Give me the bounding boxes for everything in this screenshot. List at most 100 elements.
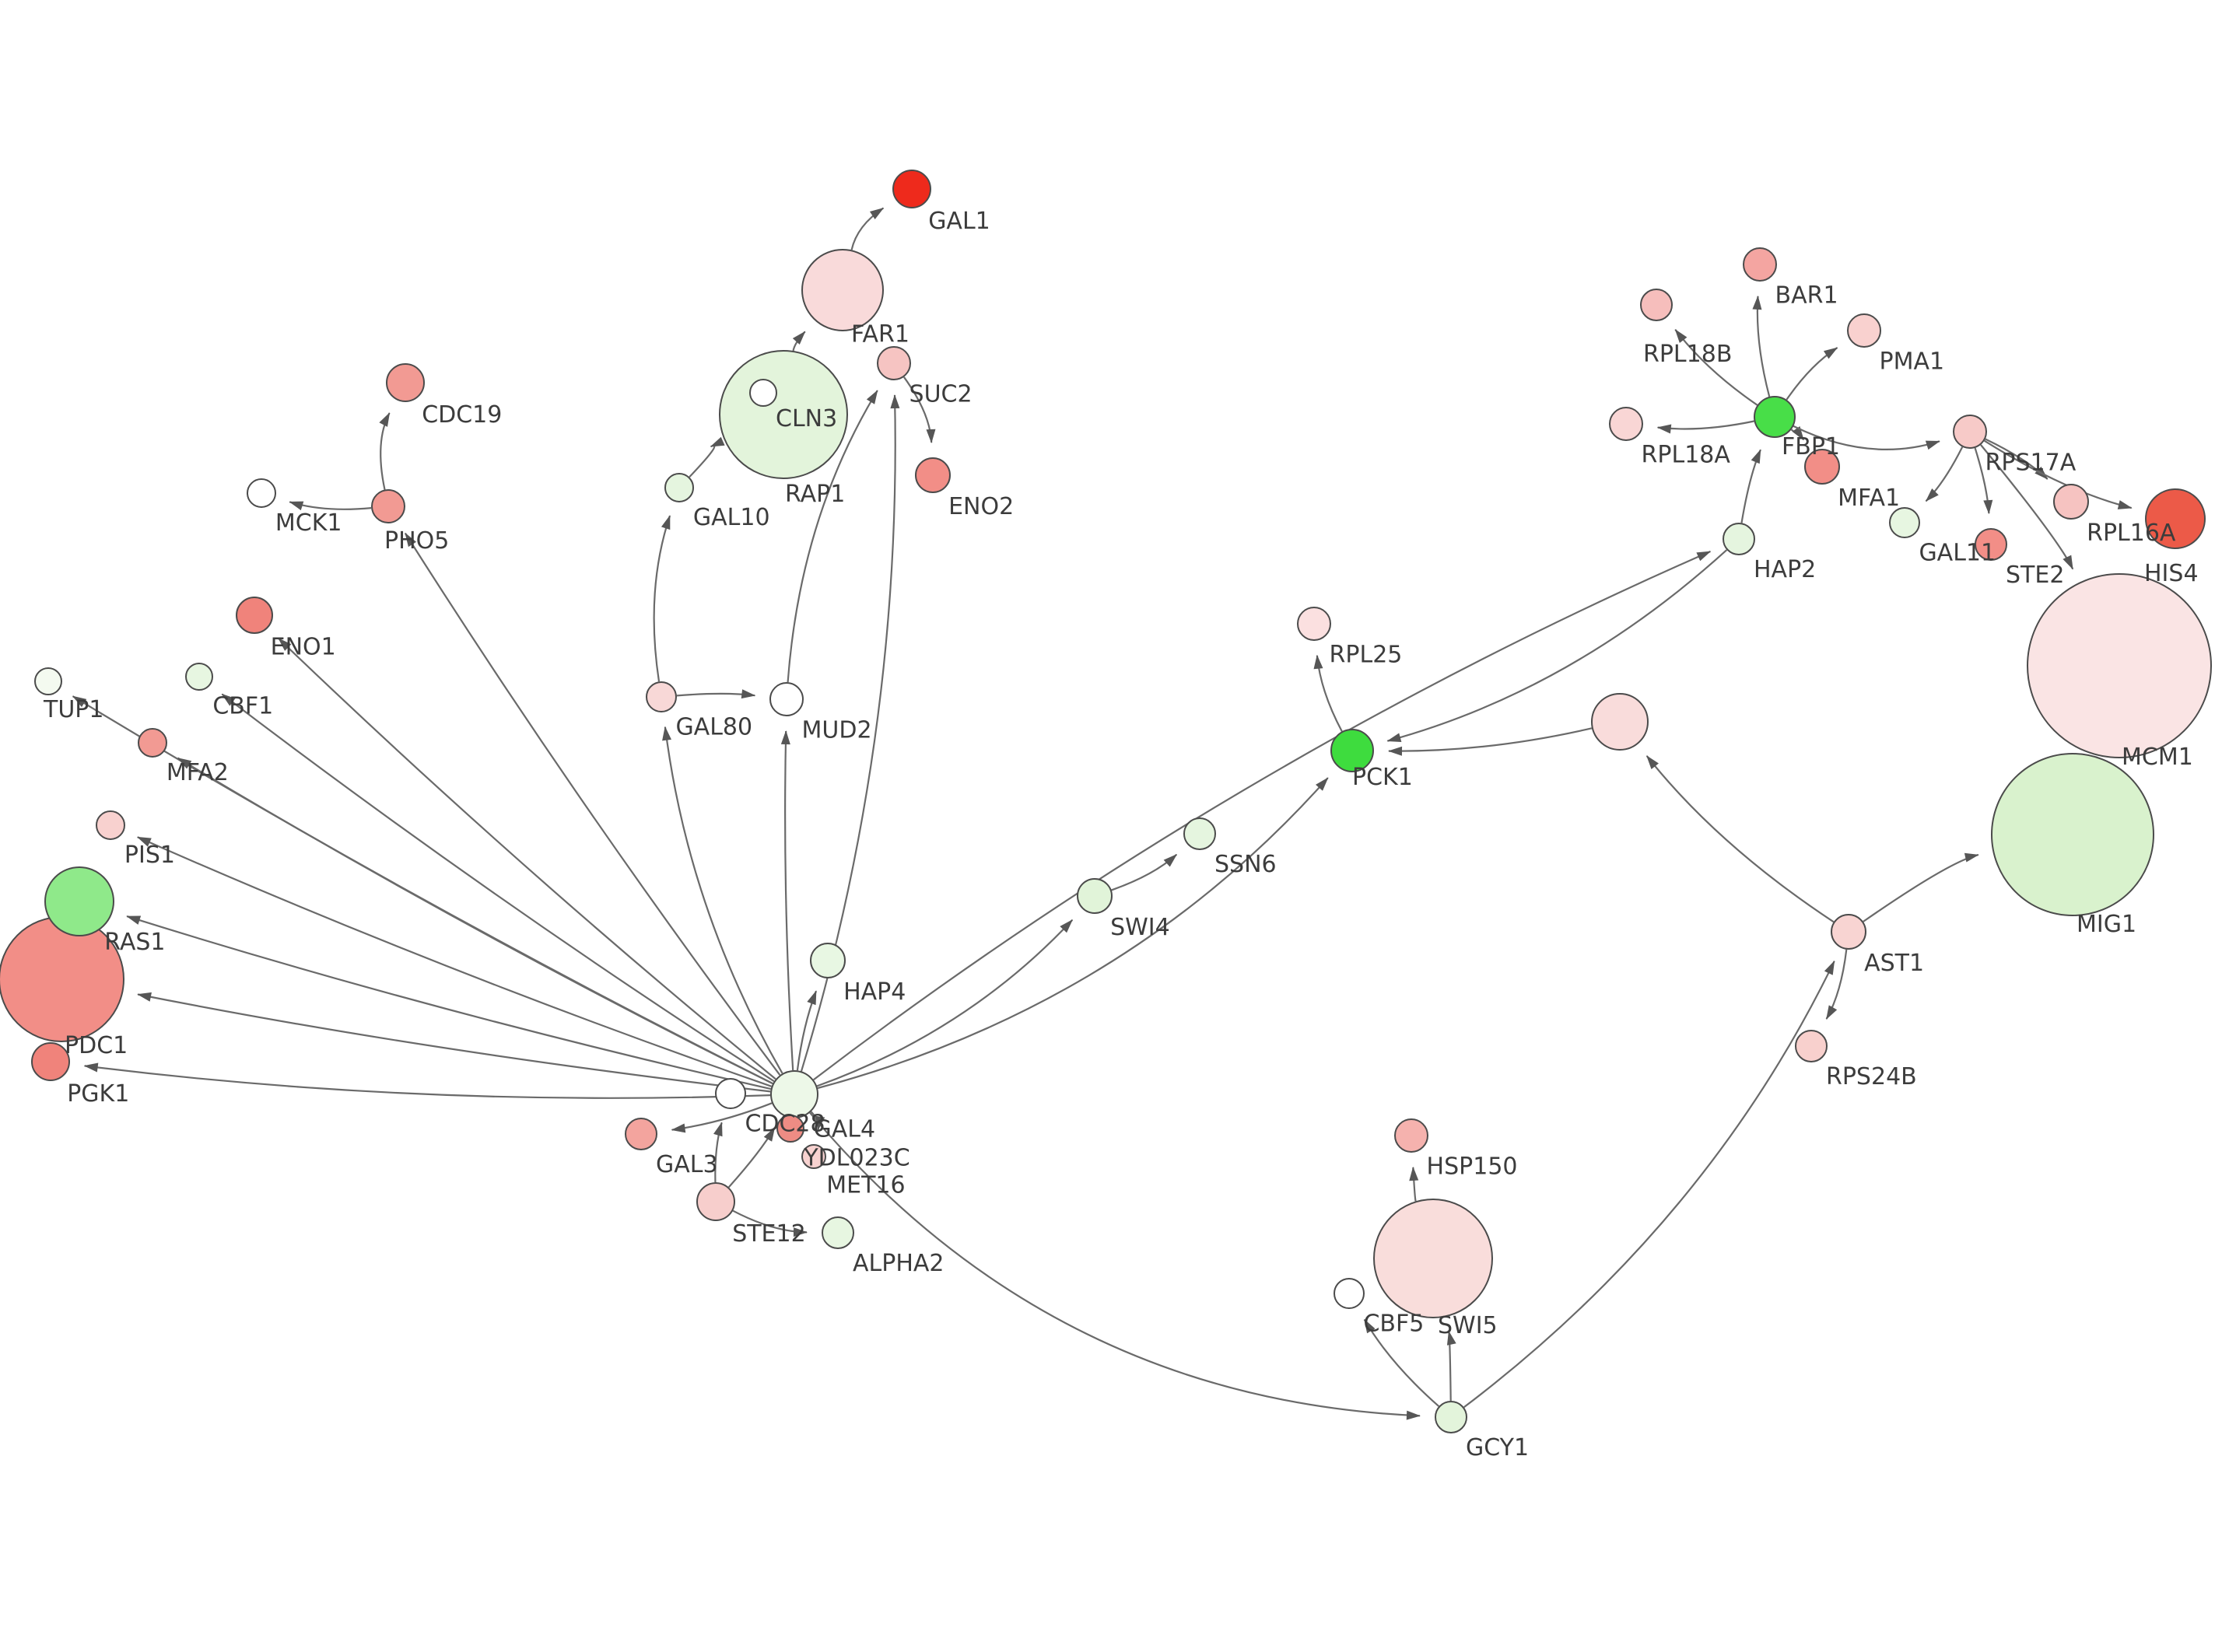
node-far1[interactable] (801, 249, 884, 331)
node-cln3[interactable] (719, 350, 848, 479)
node-pgk1[interactable] (31, 1042, 70, 1081)
node-ras1[interactable] (44, 866, 114, 936)
edge-rps17a-mcm1[interactable] (1980, 444, 2074, 570)
node-rap1[interactable] (749, 379, 777, 407)
node-his4[interactable] (2145, 488, 2206, 549)
edge-gal4-pdc1[interactable] (137, 992, 771, 1093)
edge-swi4-ssn6[interactable] (1111, 853, 1178, 891)
edge-hap2-fbp1[interactable] (1740, 449, 1761, 523)
edge-gal4-gal3[interactable] (671, 1102, 773, 1133)
edge-hap2-pck1[interactable] (1386, 549, 1728, 743)
node-cdc19[interactable] (386, 363, 425, 402)
node-pck1[interactable] (1330, 729, 1374, 772)
edge-fbp1-mfa1[interactable] (1790, 426, 1805, 441)
node-cdc28[interactable] (715, 1078, 746, 1109)
edge-gal4-pgk1[interactable] (83, 1062, 771, 1099)
node-n1[interactable] (1591, 693, 1649, 751)
node-ste2[interactable] (1975, 528, 2007, 561)
edge-rps17a-ste2[interactable] (1974, 447, 1993, 515)
node-ssn6[interactable] (1183, 817, 1216, 850)
edge-pho5-mck1[interactable] (289, 501, 372, 511)
node-cbf1[interactable] (185, 663, 213, 691)
edge-far1-gal1[interactable] (850, 207, 885, 250)
edge-cln3-far1[interactable] (792, 331, 806, 352)
edge-rps17a-his4[interactable] (1984, 439, 2133, 509)
edge-gal4-met16[interactable] (810, 1111, 825, 1131)
edge-fbp1-rpl18a[interactable] (1656, 420, 1754, 434)
edge-gal4-gcy1[interactable] (809, 1111, 1421, 1420)
node-gal3[interactable] (625, 1118, 657, 1150)
edge-ast1-mig1[interactable] (1863, 852, 1979, 922)
node-rpl18b[interactable] (1640, 289, 1673, 321)
node-ast1[interactable] (1831, 914, 1866, 950)
edge-fbp1-rps17a[interactable] (1793, 425, 1940, 450)
edge-gcy1-cbf5[interactable] (1363, 1318, 1440, 1407)
node-pho5[interactable] (371, 489, 405, 523)
node-bar1[interactable] (1743, 247, 1777, 282)
edge-gal4-cbf1[interactable] (221, 693, 775, 1083)
edge-rps17a-rpl16a[interactable] (1985, 438, 2049, 480)
edge-gal4-tup1[interactable] (72, 695, 773, 1085)
edge-gal80-mud2[interactable] (676, 689, 756, 699)
edge-gcy1-ast1[interactable] (1463, 960, 1835, 1409)
edge-mud2-suc2[interactable] (787, 390, 878, 683)
edge-gal4-hap4[interactable] (796, 990, 818, 1071)
edge-gal4-pis1[interactable] (136, 836, 773, 1087)
node-eno1[interactable] (236, 597, 273, 634)
node-ste12[interactable] (696, 1182, 735, 1221)
edge-gcy1-swi5[interactable] (1446, 1330, 1456, 1402)
node-pis1[interactable] (96, 810, 125, 840)
edge-gal4-ras1[interactable] (126, 915, 772, 1090)
edge-fbp1-bar1[interactable] (1752, 295, 1771, 397)
edge-fbp1-pma1[interactable] (1786, 347, 1838, 401)
edge-n1-pck1[interactable] (1388, 727, 1593, 756)
node-mig1[interactable] (1991, 753, 2154, 916)
node-swi5[interactable] (1373, 1199, 1493, 1318)
node-ydl023c[interactable] (776, 1115, 804, 1143)
node-tup1[interactable] (34, 667, 62, 695)
edge-gal4-pck1[interactable] (817, 777, 1329, 1090)
node-suc2[interactable] (877, 346, 911, 380)
node-swi4[interactable] (1077, 878, 1113, 914)
node-gal10[interactable] (664, 473, 694, 502)
edge-gal4-eno1[interactable] (278, 638, 776, 1080)
node-gcy1[interactable] (1435, 1401, 1467, 1433)
node-hap2[interactable] (1723, 523, 1755, 555)
node-rpl16a[interactable] (2053, 484, 2089, 520)
node-gal11[interactable] (1889, 507, 1920, 538)
node-hsp150[interactable] (1394, 1118, 1428, 1153)
node-gal80[interactable] (646, 681, 677, 712)
node-mfa2[interactable] (138, 728, 167, 758)
node-mud2[interactable] (769, 682, 804, 716)
node-mfa1[interactable] (1804, 449, 1840, 485)
edge-ast1-rps24b[interactable] (1825, 949, 1848, 1020)
node-gal1[interactable] (892, 170, 931, 208)
edge-ste12-cdc28[interactable] (713, 1122, 723, 1183)
node-rpl18a[interactable] (1609, 407, 1643, 441)
edge-gal10-cln3[interactable] (689, 436, 725, 478)
node-cbf5[interactable] (1334, 1278, 1365, 1309)
edge-pho5-cdc19[interactable] (379, 412, 391, 490)
edge-gal4-mfa2[interactable] (177, 757, 773, 1085)
edge-gal80-gal10[interactable] (653, 515, 671, 682)
node-met16[interactable] (801, 1144, 826, 1169)
edge-ast1-n1[interactable] (1645, 755, 1835, 923)
node-alpha2[interactable] (822, 1216, 854, 1249)
edge-gal4-mud2[interactable] (780, 730, 794, 1071)
node-hap4[interactable] (810, 943, 846, 978)
node-mcm1[interactable] (2027, 573, 2212, 758)
edge-rps17a-gal11[interactable] (1925, 446, 1964, 502)
edge-ste12-gal4[interactable] (727, 1127, 776, 1188)
edge-swi5-hsp150[interactable] (1409, 1166, 1419, 1202)
node-eno2[interactable] (915, 457, 951, 493)
edge-gal4-swi4[interactable] (816, 919, 1074, 1087)
edge-gal4-pho5[interactable] (404, 532, 781, 1076)
edge-fbp1-rpl18b[interactable] (1674, 329, 1758, 406)
node-mck1[interactable] (247, 478, 276, 508)
edge-suc2-eno2[interactable] (903, 376, 936, 443)
edge-gal4-gal80[interactable] (662, 726, 783, 1074)
node-pma1[interactable] (1847, 313, 1881, 348)
edge-ste12-alpha2[interactable] (732, 1209, 808, 1237)
edge-gal4-hap2[interactable] (813, 550, 1712, 1081)
